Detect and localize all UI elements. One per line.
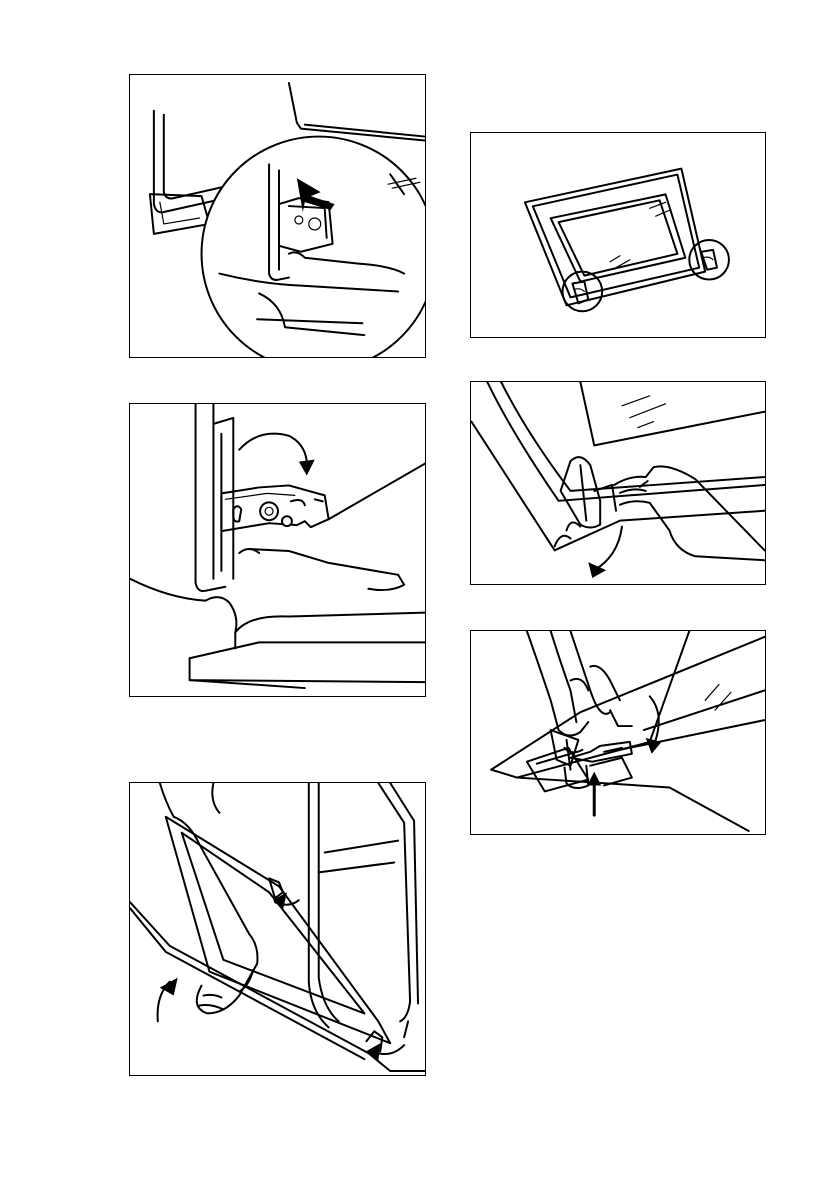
door-clip-push-illustration <box>471 631 765 834</box>
figure-door-clip-reinstall <box>470 630 766 835</box>
figure-door-clip-release <box>470 381 766 585</box>
figure-door-panel-overview <box>470 132 766 338</box>
door-removal-illustration <box>130 783 425 1075</box>
oven-hinge-arrow-illustration <box>130 75 425 357</box>
door-panel-illustration <box>471 133 765 337</box>
figure-hinge-lever-rotate <box>129 403 426 697</box>
door-clip-pull-illustration <box>471 382 765 584</box>
figure-hinge-closeup <box>129 74 426 358</box>
hinge-lever-rotate-illustration <box>130 404 425 696</box>
figure-door-lift-off <box>129 782 426 1076</box>
